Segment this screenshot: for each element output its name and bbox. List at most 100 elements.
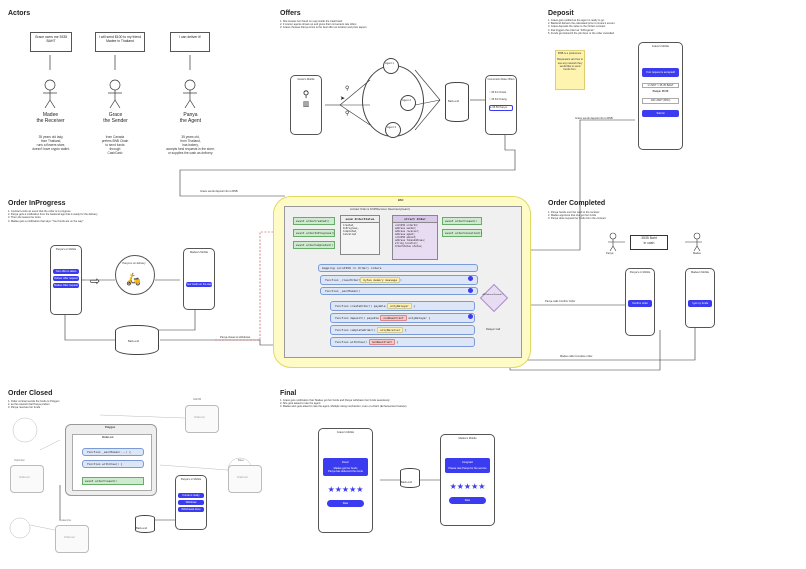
offer-item[interactable]: ○ 35.44 Oracle [489,91,507,94]
madee-final-phone: Madee's Mobile Congrats! Please rate Pan… [440,434,495,526]
grace-speech-bubble: I will send $100 to my friend Madee in T… [95,32,145,52]
panya-label: Panya [606,252,614,255]
rating-stars[interactable]: ★★★★★ [319,479,372,497]
bnb-preference-note: BNB is a preference. Requesters are free… [555,50,585,90]
offer-rates-phone: Conversion Rate Offers ○ 35.44 Oracle ○ … [485,75,517,135]
flow-label: Panya closes & withdraws [220,336,251,339]
star-icon[interactable]: ★ [349,485,357,494]
withdrawal-done-notice[interactable]: Withdrawal done [178,507,204,512]
deposit-title: Deposit [548,10,574,17]
inprogress-title: Order InProgress [8,200,66,207]
got-funds-button[interactable]: I got my funds [688,300,712,307]
deposit-step: 1. Grace gets notified as the agent is r… [548,19,605,22]
madee-order-item[interactable]: Madee Oder request [53,283,79,288]
deliver-request-item[interactable]: Deliver offer request [53,276,79,281]
orders-mapping: mapping (uint256 => Order) orders [318,264,478,272]
closed-backend-db [135,515,155,533]
offer-item-selected[interactable]: ● 35.50 Panya [489,105,513,111]
star-icon[interactable]: ★ [356,485,364,494]
star-icon[interactable]: ★ [327,485,335,494]
offer-label: 35.50 Panya [492,106,507,110]
deposit-amount-field[interactable]: 100 USDT (BSC) [642,98,679,104]
completed-step: 3. Panya does request her funds from the… [548,217,606,221]
confirm-order-button[interactable]: Confirm order [628,300,652,307]
final-title: Final [280,390,297,397]
backend-label: Back-end [128,340,139,343]
fn-end: ) [400,278,402,282]
submit-button[interactable]: Submit [642,109,679,117]
madee-completed-phone: Madee's Mobile I got my funds [685,268,715,328]
scooter-icon: 🛵 [126,272,141,286]
madee-desc: 35 years old lady, from Thailand, runs a… [32,135,70,151]
panya-desc: 35 years old, from Thailand, has bakery,… [166,135,215,155]
fn-end: { [396,340,399,344]
zkevm-label: zkEVM [193,398,202,401]
fn-arg: bytes memory message [360,277,401,283]
star-icon[interactable]: ★ [463,482,472,491]
order-sol-label: Order.sol [102,436,114,439]
flow-label: Panya calls Confirm Order [545,300,576,303]
star-icon[interactable]: ★ [456,482,464,491]
star-icon[interactable]: ★ [478,482,486,491]
pin-icon: ⚲ [345,111,350,117]
cash-amount-box: 3535 Baht in cash [630,235,668,250]
done-message: Done! Madee got her funds Panya has deli… [323,458,368,476]
offer-taken-notice[interactable]: Your offer is taken [53,269,79,274]
phone-title: Madee's Mobile [189,251,209,254]
backend-label: Back-end [448,100,459,103]
fn-name: function _sendToken( [325,289,359,293]
fn-deposit: function deposit() payable nonReentrant … [330,313,475,323]
completed-step: 2. Madee approves that she got her funds [548,214,597,218]
phone-title: Panya's or Mobile [180,478,202,481]
fn-withdraw: function withdraw() nonReentrant { [330,337,475,347]
grace-final-phone: Grace's Mobile Done! Madee got her funds… [318,428,373,533]
zkevm-box [185,405,219,433]
pin-icon: ⚲ [345,86,350,92]
base-label: Base [238,459,244,462]
closed-steps: 1. Order contract sends the funds to Pol… [8,400,108,410]
bsc-label: BSC [398,199,404,202]
phone-title: Grace's Mobile [336,431,355,434]
event-order-closed: event orderClosed() [442,217,482,225]
inprogress-steps: 1. Contract emits an event that the orde… [8,210,148,223]
agent-3-node [385,122,401,138]
star-icon[interactable]: ★ [449,482,457,491]
arrow-right-icon: ⇨ [90,274,101,288]
backend-label: Back-end [401,481,412,484]
map-icon: ▥ [302,101,310,108]
fn-name: function completeOrder() [335,328,376,332]
deposit-step: 4. that triggers the order as "InProgres… [548,28,595,32]
star-icon[interactable]: ★ [334,485,342,494]
chain-file-label: Order.sol [237,476,248,479]
struct-body: uint256 orderId; address sender; address… [395,224,426,248]
star-icon[interactable]: ★ [471,482,479,491]
fn-name: function createOrder() payable [335,304,386,308]
handover-figures [608,232,702,252]
inprogress-step: 2. Panya gets a notification from the ba… [8,213,98,217]
rate-button[interactable]: Rate [327,500,364,507]
funds-ready-notice[interactable]: Funds is ready [178,493,204,498]
fn-modifier: nonReentrant [380,315,407,321]
madee-speech-bubble: Grace owns me 3535 BAHT [30,32,72,52]
funds-on-way-notice[interactable]: Your funds on the way [186,282,212,287]
rating-stars[interactable]: ★★★★★ [441,476,494,494]
star-icon[interactable]: ★ [341,485,350,494]
optimism-label: Optimism [14,459,25,462]
closed-step: 3. Panya receives her funds [8,406,41,410]
panya-inprogress-phone: Panya's or Mobile Your offer is taken De… [50,245,82,315]
event-order-created: event orderCreated() [293,217,335,225]
struct-body: Created, InProgress, Completed, Cancelle… [343,224,359,236]
fn-end: { [413,304,416,308]
fn-name: function withdraw() [335,340,367,344]
fn-modifier: onlyRelayer [387,303,412,309]
agent-1-node [383,58,399,74]
event-order-inprogress: event orderInProgress() [293,229,335,237]
panya-rate: Panya: 35.50 [652,90,669,94]
rate-button[interactable]: Rate [449,497,486,504]
fn-modifier: onlyReceiver [377,327,404,333]
actors-title: Actors [8,10,31,17]
withdraw-button[interactable]: Withdraw [178,500,204,505]
inprogress-step: 1. Contract emits an event that the orde… [8,210,71,213]
panya-closed-phone: Panya's or Mobile Funds is ready Withdra… [175,475,207,530]
offer-item[interactable]: ○ 35.63 Chiang [489,98,507,102]
